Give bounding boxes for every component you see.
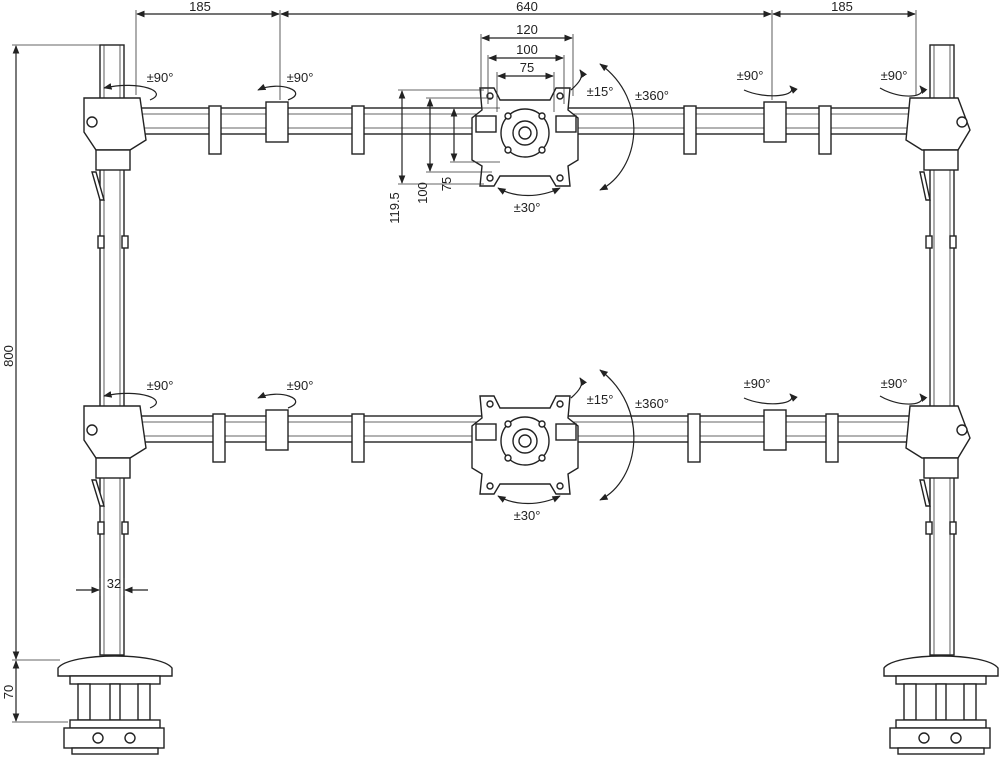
- lower-right-bracket: [905, 405, 971, 507]
- lower-right-inner-pivot-label: ±90°: [744, 376, 771, 391]
- lower-right-pivot-label: ±90°: [881, 376, 908, 391]
- dim-pole-diameter: 32: [107, 576, 121, 591]
- lower-left-inner-pivot-label: ±90°: [287, 378, 314, 393]
- lower-left-pivot-label: ±90°: [147, 378, 174, 393]
- right-desk-clamp: [883, 655, 999, 755]
- vesa-height-dimension-lines: [398, 89, 500, 185]
- upper-right-pivot-label: ±90°: [881, 68, 908, 83]
- lower-tilt-label: ±15°: [587, 392, 614, 407]
- left-desk-clamp: [57, 655, 173, 755]
- upper-crossbar-clips: [208, 101, 832, 155]
- dim-vesa-100-width: 100: [516, 42, 538, 57]
- upper-left-bracket: [83, 97, 147, 201]
- dim-right-span: 185: [831, 0, 853, 14]
- upper-left-inner-pivot-label: ±90°: [287, 70, 314, 85]
- lower-crossbar-clips: [212, 409, 839, 463]
- dim-vesa-75-height: 75: [439, 177, 454, 191]
- lower-rotation-arrows: [103, 369, 928, 505]
- dim-center-span: 640: [516, 0, 538, 14]
- upper-right-inner-pivot-label: ±90°: [737, 68, 764, 83]
- top-dimension-lines: [135, 10, 917, 100]
- pole-collars: [97, 235, 957, 535]
- upper-vesa-plate: [471, 87, 579, 187]
- upper-right-bracket: [905, 97, 971, 201]
- dim-vesa-120: 120: [516, 22, 538, 37]
- upper-swivel-label: ±30°: [514, 200, 541, 215]
- upper-tilt-label: ±15°: [587, 84, 614, 99]
- lower-swivel-label: ±30°: [514, 508, 541, 523]
- dim-vesa-75-width: 75: [520, 60, 534, 75]
- upper-rotation-arrows: [103, 63, 928, 197]
- lower-left-bracket: [83, 405, 147, 507]
- dim-vesa-100-height: 100: [415, 182, 430, 204]
- lower-rotate-label: ±360°: [635, 396, 669, 411]
- vesa-width-dimension-lines: [480, 34, 574, 112]
- overall-height-dimension-lines: [12, 44, 148, 723]
- upper-rotate-label: ±360°: [635, 88, 669, 103]
- dim-left-span: 185: [189, 0, 211, 14]
- lower-vesa-plate: [471, 395, 579, 495]
- upper-left-pivot-label: ±90°: [147, 70, 174, 85]
- dim-pole-height: 800: [1, 345, 16, 367]
- dim-clamp-height: 70: [1, 685, 16, 699]
- dim-vesa-119-5: 119.5: [387, 192, 402, 224]
